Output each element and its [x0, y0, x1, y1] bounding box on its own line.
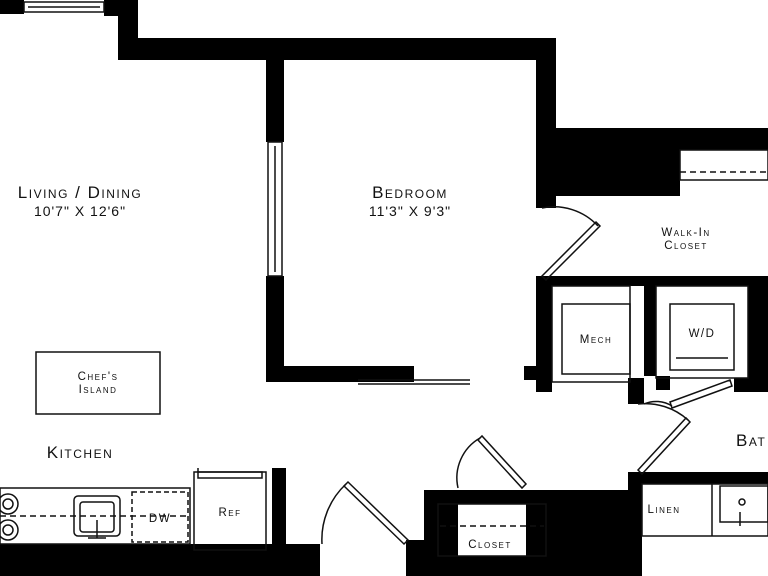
closet-door: [476, 434, 528, 490]
chefs-island: [35, 351, 161, 415]
linen-label: Linen: [647, 504, 680, 516]
bedroom-label: Bedroom: [372, 183, 448, 202]
entry-door: [342, 480, 410, 546]
range-burner: [0, 519, 19, 541]
labels: Living / Dining 10'7" X 12'6" Bedroom 11…: [18, 183, 766, 551]
fixtures: [0, 285, 768, 557]
closet-label: Closet: [468, 539, 512, 551]
washer-dryer: [655, 285, 749, 379]
bath-sink: [719, 485, 768, 523]
mech-label: Mech: [580, 334, 612, 346]
wd-door: [669, 379, 733, 409]
kitchen-label: Kitchen: [47, 443, 114, 462]
wd-label: W/D: [689, 328, 716, 340]
windows: [23, 1, 768, 277]
bedroom-door: [540, 220, 602, 282]
chefs-island-label: Chef's: [78, 371, 119, 383]
range-burner: [0, 493, 19, 515]
chefs-island-label-2: Island: [79, 384, 118, 396]
bedroom-dims: 11'3" X 9'3": [369, 203, 451, 219]
bath-door: [636, 416, 692, 476]
dishwasher: [131, 491, 189, 543]
living-dining-dims: 10'7" X 12'6": [34, 203, 126, 219]
closet: [437, 503, 547, 557]
bath-counter: [641, 483, 768, 537]
walkin-closet-label: Walk-In: [661, 227, 710, 239]
walkin-closet-label-2: Closet: [664, 240, 708, 252]
bath-label: Bat: [736, 431, 766, 450]
living-dining-label: Living / Dining: [18, 183, 142, 202]
bedroom-sliding-door: [358, 379, 470, 385]
dw-label: DW: [149, 513, 171, 525]
kitchen-counter: [0, 487, 191, 545]
ref-label: Ref: [218, 507, 241, 519]
doors: [321, 206, 733, 546]
